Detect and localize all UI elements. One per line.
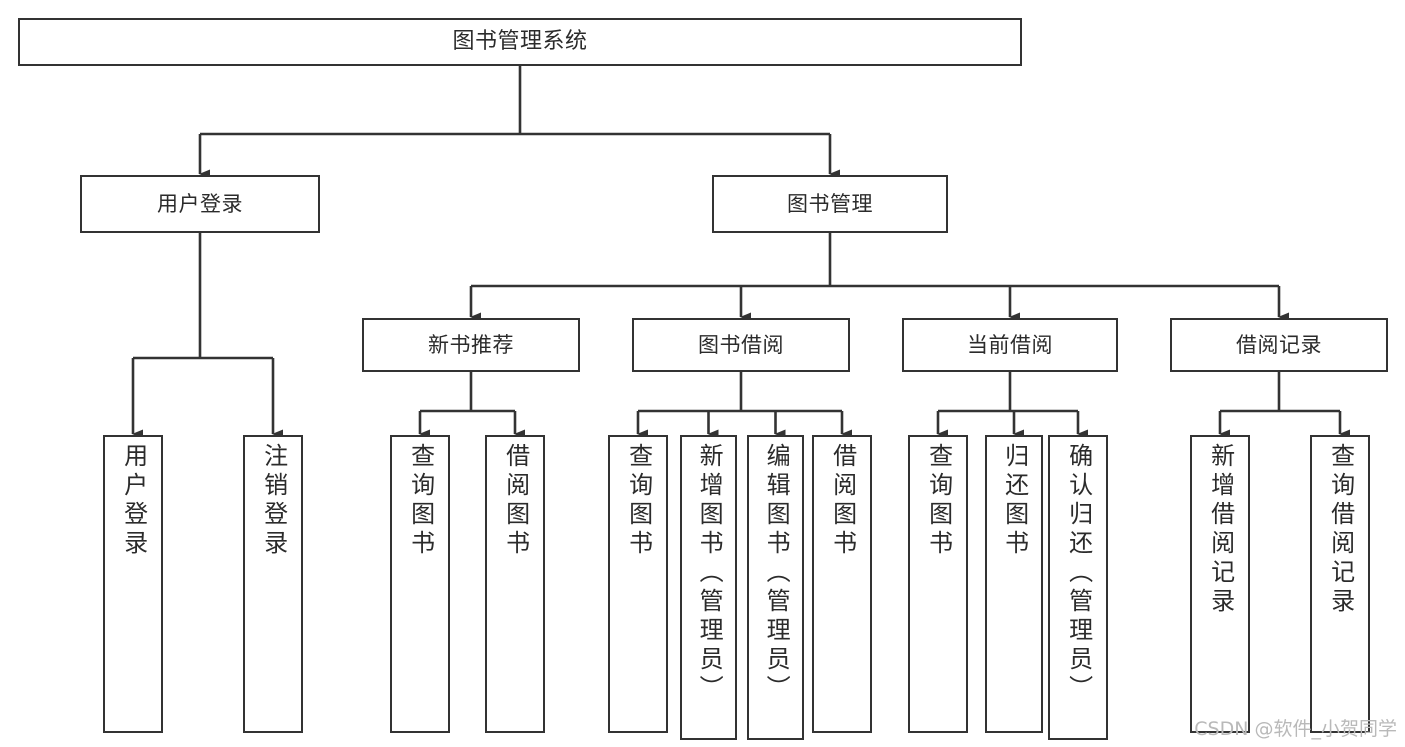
leaf-borrow-book-recommend[interactable]: 借阅图书 (485, 435, 545, 733)
node-book-borrow[interactable]: 图书借阅 (632, 318, 850, 372)
node-label: 借阅图书 (828, 443, 857, 559)
leaf-borrow-book[interactable]: 借阅图书 (812, 435, 872, 733)
leaf-add-book-admin[interactable]: 新增图书（管理员） (680, 435, 737, 740)
node-label: 确认归还（管理员） (1064, 443, 1093, 704)
node-new-book-recommend[interactable]: 新书推荐 (362, 318, 580, 372)
node-label: 新书推荐 (428, 332, 514, 357)
node-label: 注销登录 (259, 443, 288, 559)
node-borrow-records[interactable]: 借阅记录 (1170, 318, 1388, 372)
leaf-query-book-current[interactable]: 查询图书 (908, 435, 968, 733)
csdn-watermark: CSDN @软件_小贺同学 (1194, 718, 1397, 740)
node-label: 用户登录 (119, 443, 148, 559)
node-label: 借阅图书 (501, 443, 530, 559)
leaf-edit-book-admin[interactable]: 编辑图书（管理员） (747, 435, 804, 740)
node-label: 查询图书 (406, 443, 435, 559)
node-label: 编辑图书（管理员） (762, 443, 791, 704)
leaf-add-borrow-record[interactable]: 新增借阅记录 (1190, 435, 1250, 733)
node-label: 当前借阅 (967, 332, 1053, 357)
node-label: 图书借阅 (698, 332, 784, 357)
node-label: 图书管理系统 (452, 29, 588, 55)
node-label: 新增借阅记录 (1206, 443, 1235, 617)
leaf-confirm-return-admin[interactable]: 确认归还（管理员） (1048, 435, 1108, 740)
leaf-query-borrow-record[interactable]: 查询借阅记录 (1310, 435, 1370, 733)
node-current-borrow[interactable]: 当前借阅 (902, 318, 1118, 372)
node-label: 查询图书 (624, 443, 653, 559)
leaf-return-book[interactable]: 归还图书 (985, 435, 1043, 733)
node-label: 借阅记录 (1236, 332, 1322, 357)
node-user-login[interactable]: 用户登录 (80, 175, 320, 233)
node-label: 查询图书 (924, 443, 953, 559)
node-root[interactable]: 图书管理系统 (18, 18, 1022, 66)
leaf-logout[interactable]: 注销登录 (243, 435, 303, 733)
leaf-query-book-recommend[interactable]: 查询图书 (390, 435, 450, 733)
node-label: 归还图书 (1000, 443, 1029, 559)
node-label: 查询借阅记录 (1326, 443, 1355, 617)
node-book-management[interactable]: 图书管理 (712, 175, 948, 233)
leaf-user-login[interactable]: 用户登录 (103, 435, 163, 733)
node-label: 用户登录 (157, 191, 243, 216)
node-label: 图书管理 (787, 191, 873, 216)
node-label: 新增图书（管理员） (695, 443, 724, 704)
leaf-query-book[interactable]: 查询图书 (608, 435, 668, 733)
